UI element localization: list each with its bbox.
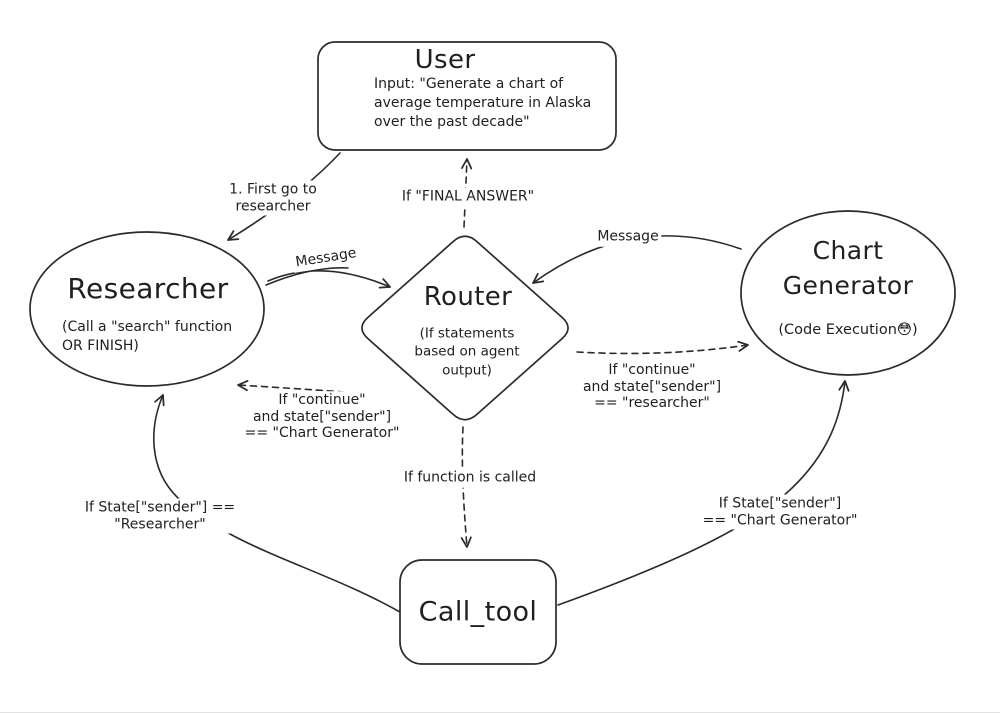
researcher-node-shape [29,231,265,387]
chart-generator-node-body: (Code Execution😳) [778,322,918,339]
router-node-body: (If statements based on agent output) [414,325,520,379]
user-node-body: Input: "Generate a chart of average temp… [374,76,592,131]
edge-researcher-to-router-overdraw [265,267,349,286]
edge-label-if-state-sender-chart-generator: If State["sender"] == "Chart Generator" [699,494,861,530]
edge-router-to-chart-generator [576,340,749,355]
user-node-title: User [414,45,476,76]
user-node-shape [317,41,617,151]
edge-label-if-final-answer: If "FINAL ANSWER" [398,187,538,207]
edge-router-to-call-tool [460,426,472,548]
edge-label-if-function-is-called: If function is called [400,468,540,488]
call-tool-node-title: Call_tool [418,596,538,628]
edge-researcher-to-router [267,270,391,289]
edge-label-message-chart-generator: Message [594,227,662,247]
edge-label-if-continue-researcher: If "continue" and state["sender"] == "re… [579,361,725,413]
call-tool-node-shape [399,559,557,665]
edge-router-to-researcher [237,380,400,397]
edge-call-tool-to-chart-generator [557,380,850,606]
chart-generator-node-title: Chart Generator [782,236,914,300]
researcher-node-title: Researcher [67,271,229,305]
edge-label-first-go-to-researcher: 1. First go to researcher [226,180,320,216]
edge-label-if-continue-chart-generator: If "continue" and state["sender"] == "Ch… [241,391,403,443]
chart-generator-node-shape [740,210,956,376]
edge-label-if-state-sender-researcher: If State["sender"] == "Researcher" [81,498,239,534]
router-node-title: Router [423,282,513,313]
researcher-node-body: (Call a "search" function OR FINISH) [62,319,233,355]
router-node-shape [361,235,569,421]
